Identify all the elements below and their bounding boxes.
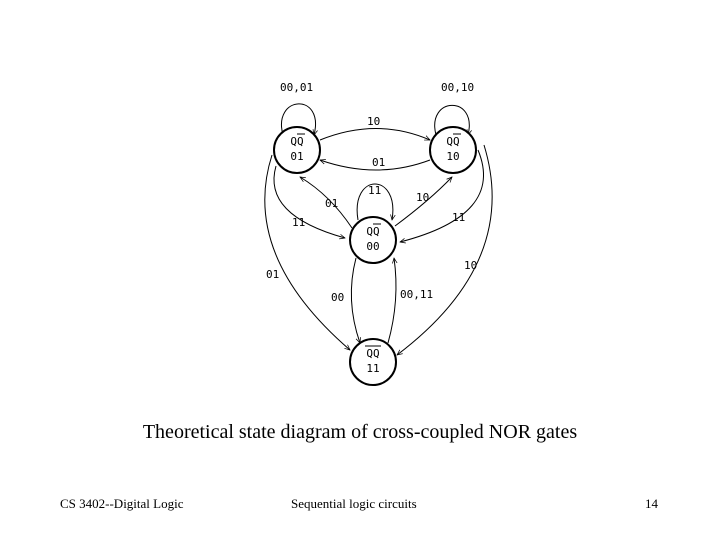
page-number: 14 <box>645 496 658 511</box>
transition-arrow-s11-to-s00 <box>387 258 396 344</box>
transition-label: 11 <box>452 211 465 224</box>
transition-label: 00 <box>331 291 344 304</box>
transition-label: 00,10 <box>441 81 474 94</box>
transition-label: 01 <box>266 268 279 281</box>
state-header: QQ <box>446 135 459 148</box>
transition-label: 01 <box>372 156 385 169</box>
transition-label: 11 <box>292 216 305 229</box>
transition-label: 10 <box>416 191 429 204</box>
transition-label: 11 <box>368 184 381 197</box>
transition-arrow-s00-to-s01 <box>300 177 353 229</box>
transition-arrow-s01-to-s00 <box>273 165 345 238</box>
footer-course: CS 3402--Digital Logic <box>60 496 184 511</box>
state-node-10: QQ 10 <box>429 126 477 174</box>
transition-label: 00,01 <box>280 81 313 94</box>
transition-arrow-s10-to-s11 <box>397 144 493 355</box>
transition-label: 00,11 <box>400 288 433 301</box>
transition-arrow-s00-to-s11 <box>350 257 360 343</box>
transition-label: 10 <box>464 259 477 272</box>
transition-label: 10 <box>367 115 380 128</box>
state-code: 01 <box>290 150 303 163</box>
transition-arrow-s10-to-s00 <box>400 149 484 242</box>
transition-arrow-self-s10 <box>434 104 470 135</box>
state-header: QQ <box>366 347 379 360</box>
state-code: 11 <box>366 362 379 375</box>
transition-arrow-s00-to-s10 <box>394 177 452 227</box>
state-header: QQ <box>366 225 379 238</box>
transition-arrow-s10-to-s01 <box>320 160 431 171</box>
state-code: 00 <box>366 240 379 253</box>
state-node-11: QQ 11 <box>349 338 397 386</box>
state-node-00: QQ 00 <box>349 216 397 264</box>
slide-caption: Theoretical state diagram of cross-coupl… <box>142 421 578 443</box>
state-code: 10 <box>446 150 459 163</box>
transition-arrow-s00-self-top <box>356 183 393 220</box>
transition-arrow-s01-to-s11 <box>264 154 350 350</box>
transition-label: 01 <box>325 197 338 210</box>
state-header: QQ <box>290 135 303 148</box>
footer-topic: Sequential logic circuits <box>291 496 417 511</box>
state-diagram: QQ 01 QQ 10 QQ 00 QQ 11 00,01 00,10 10 0… <box>264 81 493 386</box>
transition-arrow-self-s01 <box>281 103 315 135</box>
transition-arrow-s01-to-s10 <box>319 128 430 141</box>
state-node-01: QQ 01 <box>273 126 321 174</box>
